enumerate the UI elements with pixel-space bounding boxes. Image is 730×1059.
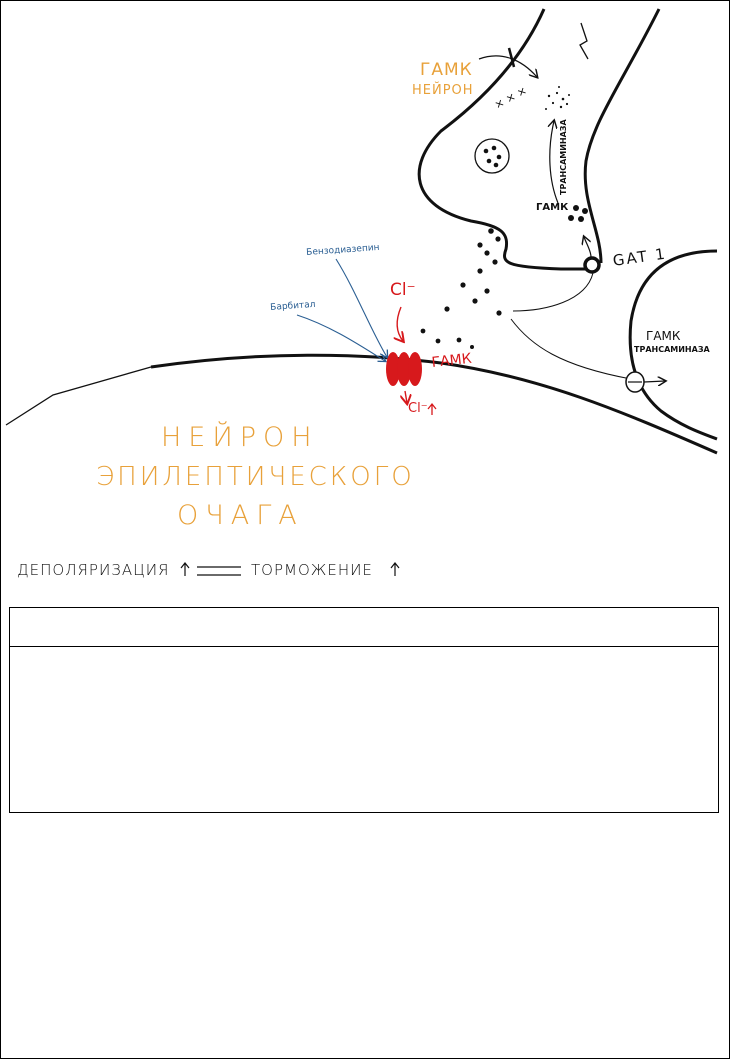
glial-cell-membrane [628,249,718,441]
depolarization-label: ДЕПОЛЯРИЗАЦИЯ [17,561,170,579]
inhibition-label: ТОРМОЖЕНИЕ [251,561,373,579]
empty-table-header [10,608,718,647]
gat1-uptake-arrow-icon [584,237,592,258]
chloride-out-arrow [405,390,407,403]
gaba-a-receptor [386,352,422,386]
focus-neuron-title-3: ОЧАГА [177,500,304,531]
reuptake-path [512,272,594,312]
transaminase-vertical-label: ТРАНСАМИНАЗА [559,119,568,195]
glial-uptake-arrow-icon [643,381,665,382]
presynaptic-terminal-right [583,8,661,264]
postsynaptic-membrane-thick [150,353,718,455]
gaba-fragments [545,86,570,110]
empty-table-box [9,607,719,813]
gaba-terminal-label: ГАМК [536,202,569,213]
chloride-out-label: Cl⁻ [408,401,428,416]
synapse-diagram: × × × [5,8,718,576]
synaptic-vesicle [474,138,510,174]
gaba-neuron-label-2: НЕЙРОН [412,83,474,98]
glia-gaba-label: ГАМК [646,329,681,343]
intracellular-gaba-cluster [568,205,588,222]
postsynaptic-membrane [5,366,152,426]
chloride-in-label: Cl⁻ [390,280,416,300]
presynaptic-terminal-left [417,8,591,271]
svg-text:× × ×: × × × [492,84,529,112]
gaba-receptor-label: ГАМК [430,350,473,371]
barbiturate-arrow [296,314,385,361]
cleft-gaba-molecules [420,228,502,349]
gat1-transporter [583,256,601,274]
channel-arrow-icon [478,55,537,77]
glial-uptake-path [510,318,632,380]
focus-neuron-title-2: ЭПИЛЕПТИЧЕСКОГО [96,462,415,492]
focus-neuron-title-1: НЕЙРОН [161,422,319,453]
glia-transaminase-label: ТРАНСАМИНАЗА [634,345,710,354]
chloride-in-arrow [397,306,403,341]
benzodiazepine-arrow [335,258,387,357]
transaminase-arrow-icon [550,121,559,204]
gaba-neuron-label-1: ГАМК [420,60,473,80]
lightning-icon [579,22,589,60]
